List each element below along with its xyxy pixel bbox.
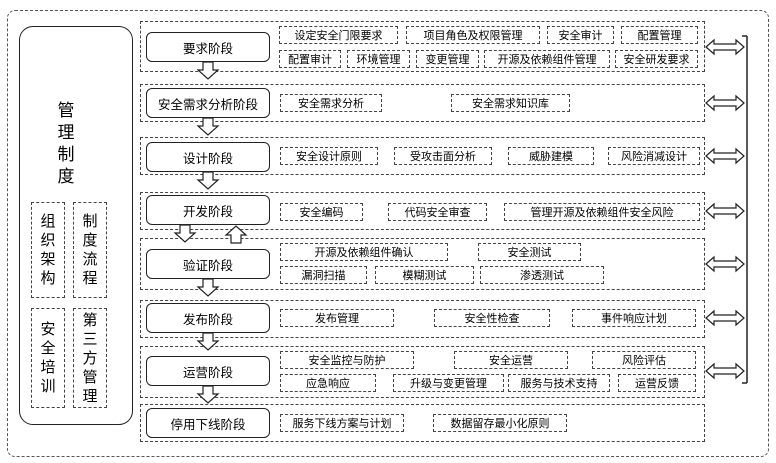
item-security-req-analysis: 安全需求分析 bbox=[280, 94, 382, 112]
item-attack-surface-analysis: 受攻击面分析 bbox=[394, 147, 492, 165]
double-arrow-icon bbox=[705, 95, 745, 111]
item-security-monitoring: 安全监控与防护 bbox=[280, 351, 414, 369]
stage-req-analysis: 安全需求分析阶段 bbox=[146, 88, 270, 118]
stage-row-design bbox=[140, 137, 705, 175]
stage-decommission: 停用下线阶段 bbox=[146, 408, 270, 438]
management-title: 管理制度 bbox=[57, 101, 75, 187]
item-env-management: 环境管理 bbox=[347, 50, 410, 68]
item-security-req-kb: 安全需求知识库 bbox=[451, 94, 570, 112]
item-release-management: 发布管理 bbox=[280, 309, 394, 327]
item-decommission-plan: 服务下线方案与计划 bbox=[280, 414, 404, 432]
training-box: 安全培训 bbox=[31, 308, 65, 408]
item-operation-feedback: 运营反馈 bbox=[618, 374, 696, 392]
item-penetration-testing: 渗透测试 bbox=[480, 266, 604, 284]
training-label: 安全培训 bbox=[40, 320, 56, 395]
double-arrow-icon bbox=[705, 203, 745, 219]
process-label: 制度流程 bbox=[82, 212, 98, 287]
item-oss-confirmation: 开源及依赖组件确认 bbox=[280, 243, 448, 261]
item-data-retention-minimization: 数据留存最小化原则 bbox=[433, 414, 567, 432]
item-role-permission: 项目角色及权限管理 bbox=[406, 26, 540, 44]
arrow-down-icon bbox=[197, 61, 219, 80]
stage-row-requirements bbox=[140, 21, 705, 72]
item-secure-design-principles: 安全设计原则 bbox=[280, 147, 378, 165]
item-threat-modeling: 威胁建模 bbox=[508, 147, 594, 165]
stage-row-release bbox=[140, 300, 705, 338]
org-structure-label: 组织架构 bbox=[40, 212, 56, 287]
arrow-down-icon bbox=[197, 385, 219, 404]
third-party-label: 第三方管理 bbox=[82, 310, 98, 405]
item-config-audit: 配置审计 bbox=[279, 50, 341, 68]
stage-row-operation bbox=[140, 346, 705, 398]
double-arrow-icon bbox=[705, 256, 745, 272]
item-risk-assessment: 风险评估 bbox=[592, 351, 696, 369]
management-panel bbox=[19, 26, 133, 425]
stage-row-decommission bbox=[140, 404, 705, 442]
item-security-threshold: 设定安全门限要求 bbox=[279, 26, 398, 44]
item-incident-response-plan: 事件响应计划 bbox=[572, 309, 696, 327]
item-security-check: 安全性检查 bbox=[434, 309, 550, 327]
double-arrow-icon bbox=[705, 39, 745, 55]
arrow-up-icon bbox=[225, 225, 247, 244]
item-secure-coding: 安全编码 bbox=[280, 203, 363, 221]
arrow-down-icon bbox=[174, 224, 196, 243]
item-secure-dev-requirements: 安全研发要求 bbox=[615, 50, 698, 68]
item-service-support: 服务与技术支持 bbox=[508, 374, 610, 392]
stage-row-development bbox=[140, 192, 705, 230]
org-structure-box: 组织架构 bbox=[31, 202, 65, 298]
stage-row-verification bbox=[140, 238, 705, 290]
double-arrow-icon bbox=[705, 148, 745, 164]
arrow-down-icon bbox=[197, 332, 219, 351]
item-oss-management: 开源及依赖组件管理 bbox=[484, 50, 610, 68]
item-config-management: 配置管理 bbox=[621, 26, 698, 44]
item-oss-risk-management: 管理开源及依赖组件安全风险 bbox=[504, 203, 700, 221]
stage-row-req-analysis bbox=[140, 84, 705, 122]
outer-frame bbox=[7, 10, 769, 457]
arrow-down-icon bbox=[197, 171, 219, 190]
item-vuln-scanning: 漏洞扫描 bbox=[280, 266, 367, 284]
double-arrow-icon bbox=[705, 310, 745, 326]
item-change-management: 变更管理 bbox=[416, 50, 479, 68]
double-arrow-icon bbox=[705, 363, 745, 379]
arrow-down-icon bbox=[197, 278, 219, 297]
item-code-security-review: 代码安全审查 bbox=[388, 203, 487, 221]
item-risk-mitigation-design: 风险消减设计 bbox=[608, 147, 700, 165]
process-box: 制度流程 bbox=[73, 202, 107, 298]
arrow-down-icon bbox=[197, 117, 219, 136]
stage-development: 开发阶段 bbox=[146, 195, 270, 225]
item-security-testing: 安全测试 bbox=[478, 243, 581, 261]
stage-requirements: 要求阶段 bbox=[146, 32, 270, 62]
stage-design: 设计阶段 bbox=[146, 142, 270, 172]
item-upgrade-change-management: 升级与变更管理 bbox=[393, 374, 504, 392]
stage-verification: 验证阶段 bbox=[146, 249, 270, 279]
item-fuzz-testing: 模糊测试 bbox=[375, 266, 474, 284]
item-security-audit: 安全审计 bbox=[547, 26, 614, 44]
third-party-box: 第三方管理 bbox=[73, 308, 107, 408]
item-emergency-response: 应急响应 bbox=[280, 374, 376, 392]
item-security-operations: 安全运营 bbox=[454, 351, 568, 369]
